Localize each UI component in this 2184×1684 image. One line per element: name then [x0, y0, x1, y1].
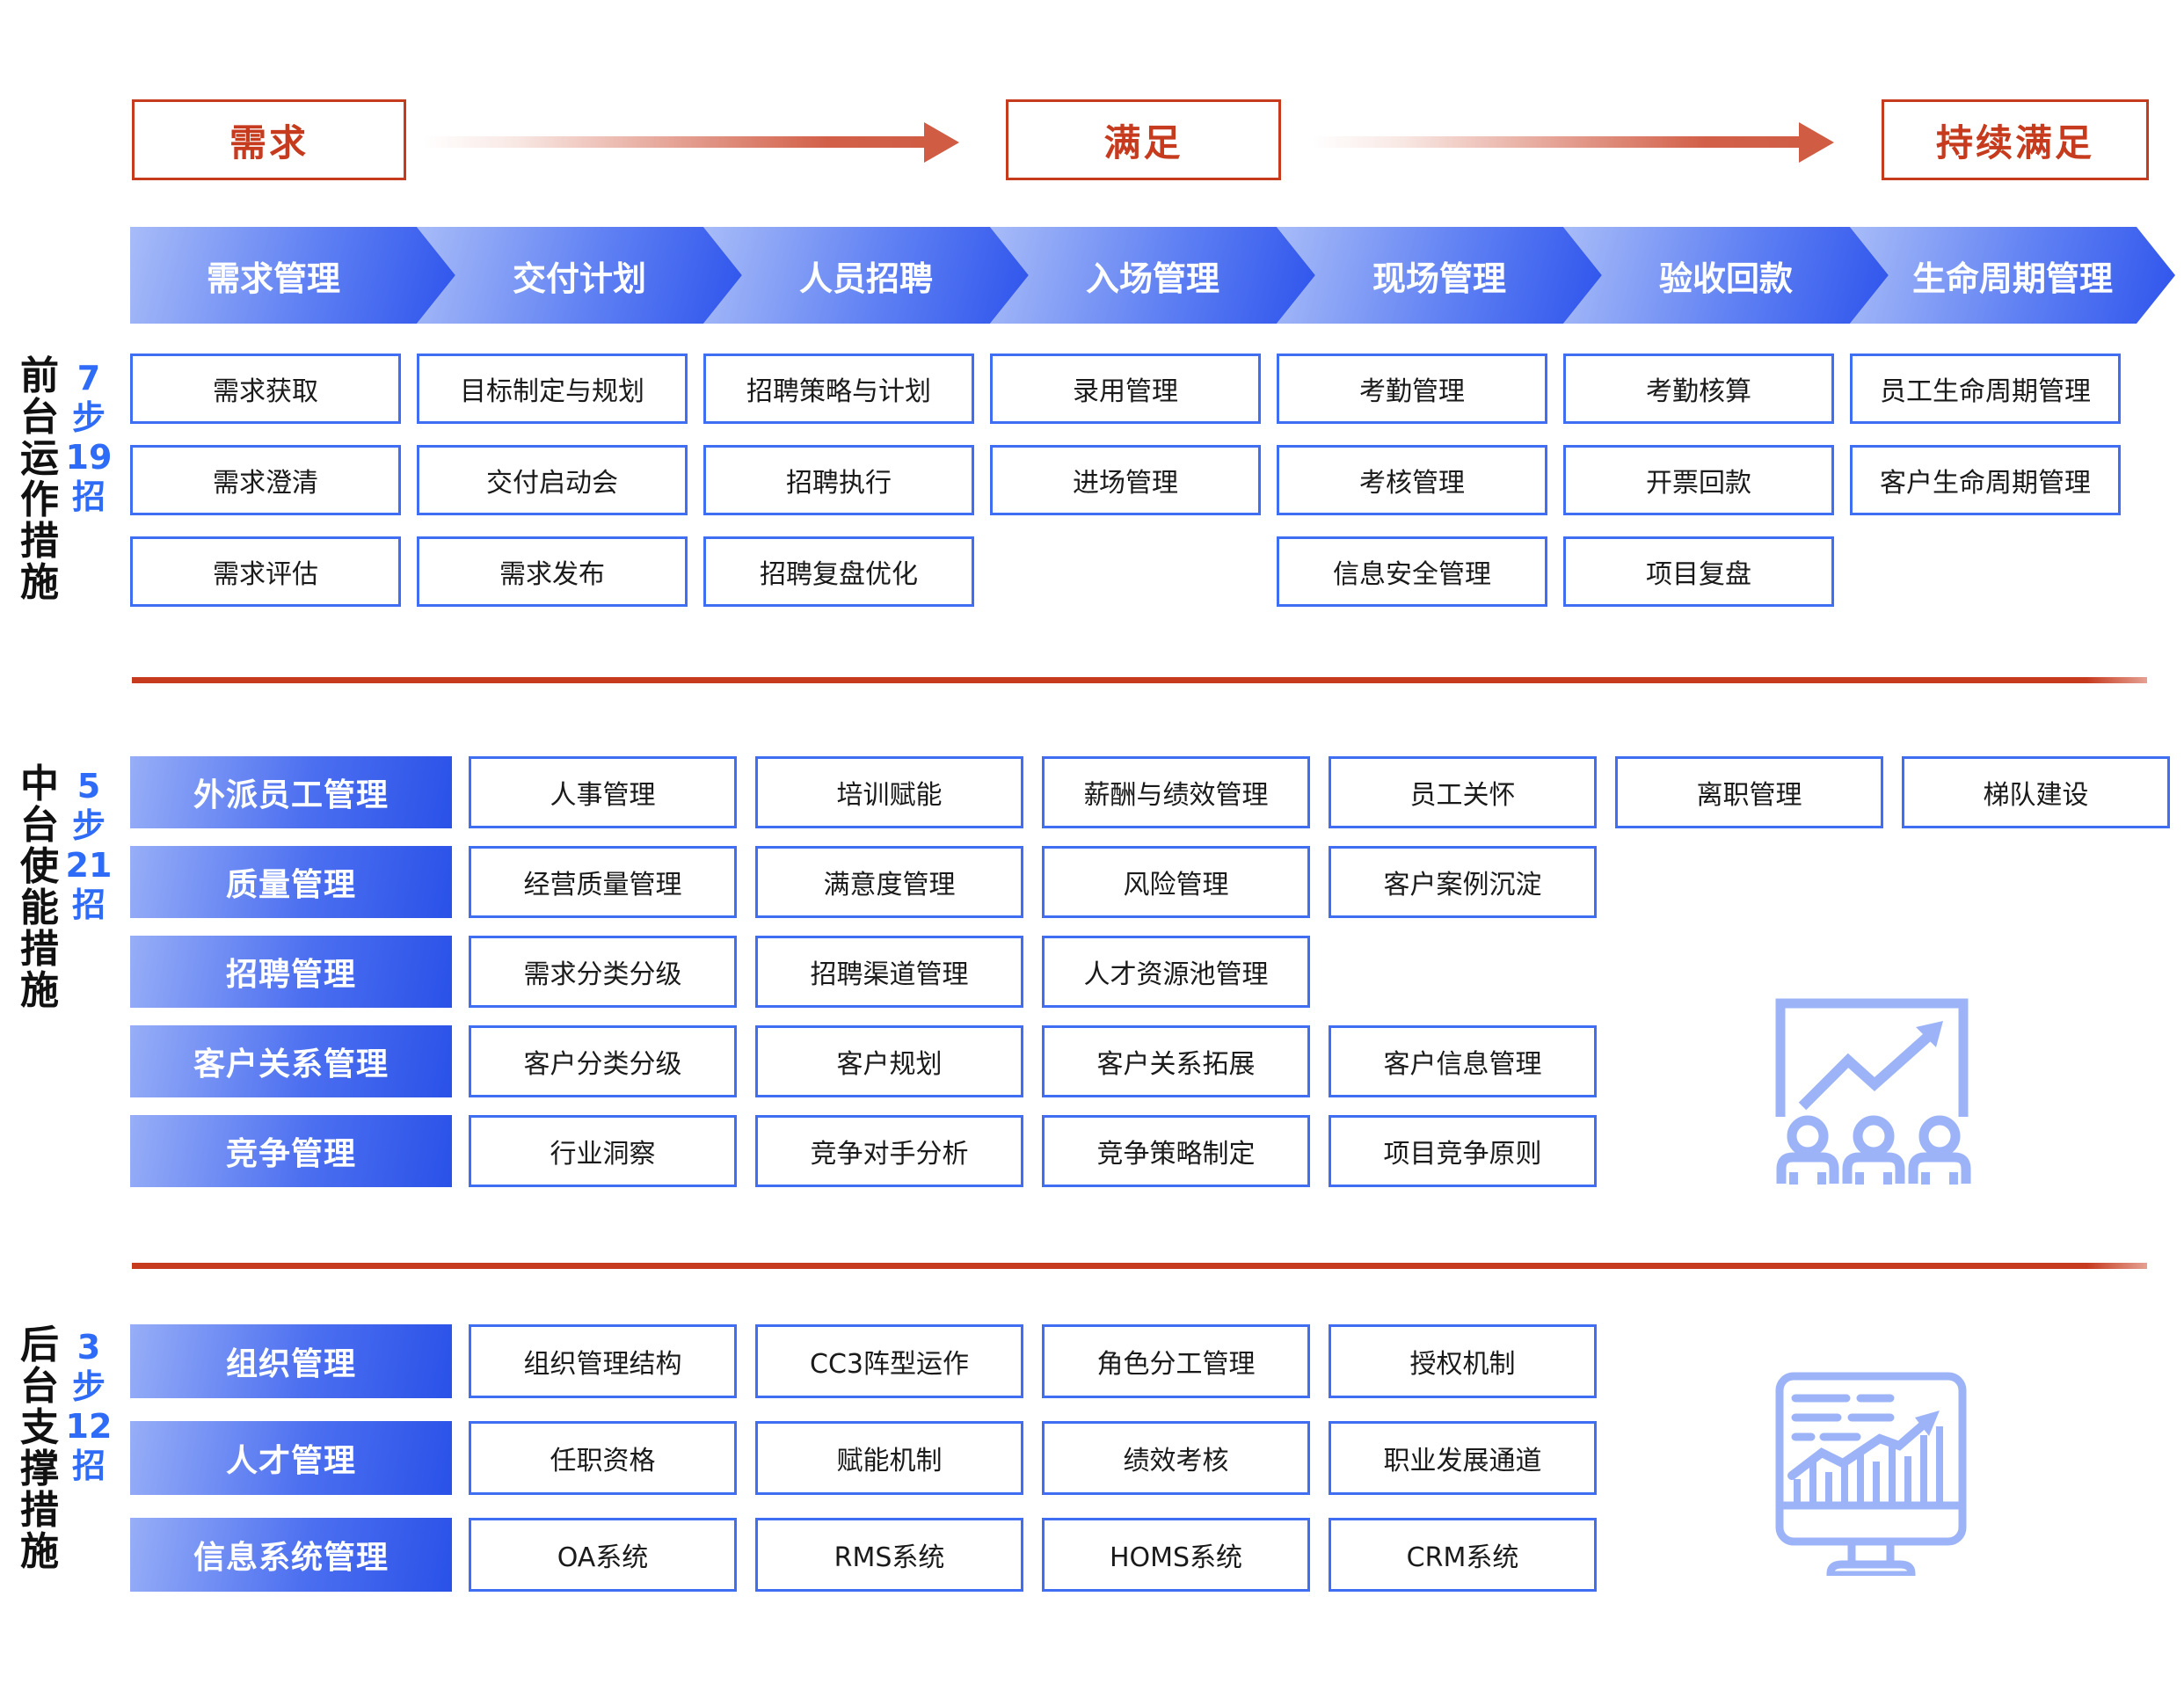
flow-arrow	[423, 136, 928, 148]
flow-stage-box: 持续满足	[1882, 99, 2149, 180]
process-item-box: 进场管理	[990, 445, 1261, 515]
process-item-box: 角色分工管理	[1042, 1324, 1310, 1398]
category-bar: 组织管理	[130, 1324, 452, 1398]
process-item-box: 满意度管理	[755, 846, 1023, 918]
category-bar: 客户关系管理	[130, 1025, 452, 1097]
process-item-box: 人才资源池管理	[1042, 936, 1310, 1008]
process-item-box: 经营质量管理	[469, 846, 737, 918]
flow-stage-box: 需求	[132, 99, 406, 180]
process-item-box: 招聘渠道管理	[755, 936, 1023, 1008]
process-step-chevron: 交付计划	[417, 227, 742, 324]
process-item-box: 员工关怀	[1329, 756, 1597, 828]
flow-arrow-head-icon	[924, 122, 959, 163]
process-item-box: 招聘复盘优化	[703, 536, 974, 607]
process-item-box: 离职管理	[1615, 756, 1883, 828]
flow-stage-box: 满足	[1006, 99, 1281, 180]
process-step-label: 人员招聘	[798, 259, 933, 298]
process-item-box: 考勤管理	[1277, 354, 1547, 424]
process-item-box: 信息安全管理	[1277, 536, 1547, 607]
process-step-chevron: 现场管理	[1277, 227, 1602, 324]
section-divider	[132, 677, 2147, 683]
process-item-box: 交付启动会	[417, 445, 688, 515]
process-item-box: 客户规划	[755, 1025, 1023, 1097]
flow-arrow	[1312, 136, 1802, 148]
process-item-box: 人事管理	[469, 756, 737, 828]
process-step-label: 生命周期管理	[1911, 259, 2113, 298]
process-item-box: 客户案例沉淀	[1329, 846, 1597, 918]
back-stage-section-label: 后台支撑措施	[20, 1323, 59, 1574]
flow-arrow-head-icon	[1799, 122, 1834, 163]
front-stage-section-label: 前台运作措施	[20, 354, 59, 605]
process-item-box: 客户分类分级	[469, 1025, 737, 1097]
process-item-box: OA系统	[469, 1518, 737, 1592]
process-item-box: 赋能机制	[755, 1421, 1023, 1495]
process-item-box: 需求发布	[417, 536, 688, 607]
process-item-box: 职业发展通道	[1329, 1421, 1597, 1495]
process-step-chevron: 验收回款	[1563, 227, 1889, 324]
process-step-chevron: 生命周期管理	[1850, 227, 2175, 324]
process-item-box: 项目复盘	[1563, 536, 1834, 607]
process-item-box: 开票回款	[1563, 445, 1834, 515]
middle-stage-section-label: 中台使能措施	[20, 762, 59, 1013]
process-item-box: 招聘策略与计划	[703, 354, 974, 424]
process-step-label: 现场管理	[1372, 259, 1506, 298]
process-item-box: 需求澄清	[130, 445, 401, 515]
process-item-box: 录用管理	[990, 354, 1261, 424]
process-item-box: 风险管理	[1042, 846, 1310, 918]
category-bar: 外派员工管理	[130, 756, 452, 828]
process-item-box: 客户信息管理	[1329, 1025, 1597, 1097]
process-item-box: 培训赋能	[755, 756, 1023, 828]
process-step-chevron: 人员招聘	[703, 227, 1029, 324]
process-item-box: 客户生命周期管理	[1850, 445, 2121, 515]
process-item-box: 行业洞察	[469, 1115, 737, 1187]
process-item-box: 客户关系拓展	[1042, 1025, 1310, 1097]
category-bar: 信息系统管理	[130, 1518, 452, 1592]
process-item-box: 项目竞争原则	[1329, 1115, 1597, 1187]
process-item-box: 竞争策略制定	[1042, 1115, 1310, 1187]
process-item-box: 考核管理	[1277, 445, 1547, 515]
category-bar: 竞争管理	[130, 1115, 452, 1187]
process-item-box: 梯队建设	[1902, 756, 2170, 828]
process-item-box: 任职资格	[469, 1421, 737, 1495]
process-step-label: 验收回款	[1658, 259, 1793, 298]
process-item-box: 招聘执行	[703, 445, 974, 515]
process-item-box: 考勤核算	[1563, 354, 1834, 424]
process-item-box: 薪酬与绩效管理	[1042, 756, 1310, 828]
monitor-analytics-icon	[1774, 1372, 1968, 1576]
process-step-label: 入场管理	[1085, 259, 1219, 298]
process-item-box: 员工生命周期管理	[1850, 354, 2121, 424]
process-item-box: 授权机制	[1329, 1324, 1597, 1398]
process-step-label: 交付计划	[512, 259, 646, 298]
presentation-growth-chart-icon	[1773, 995, 1992, 1185]
process-step-label: 需求管理	[206, 259, 340, 298]
process-item-box: 需求评估	[130, 536, 401, 607]
process-item-box: 竞争对手分析	[755, 1115, 1023, 1187]
category-bar: 招聘管理	[130, 936, 452, 1008]
process-item-box: RMS系统	[755, 1518, 1023, 1592]
process-item-box: 需求分类分级	[469, 936, 737, 1008]
process-item-box: 目标制定与规划	[417, 354, 688, 424]
process-step-chevron: 入场管理	[990, 227, 1315, 324]
section-divider	[132, 1263, 2147, 1269]
process-item-box: 绩效考核	[1042, 1421, 1310, 1495]
category-bar: 质量管理	[130, 846, 452, 918]
category-bar: 人才管理	[130, 1421, 452, 1495]
process-item-box: 需求获取	[130, 354, 401, 424]
process-item-box: HOMS系统	[1042, 1518, 1310, 1592]
process-step-chevron: 需求管理	[130, 227, 455, 324]
process-item-box: CRM系统	[1329, 1518, 1597, 1592]
process-item-box: 组织管理结构	[469, 1324, 737, 1398]
process-item-box: CC3阵型运作	[755, 1324, 1023, 1398]
